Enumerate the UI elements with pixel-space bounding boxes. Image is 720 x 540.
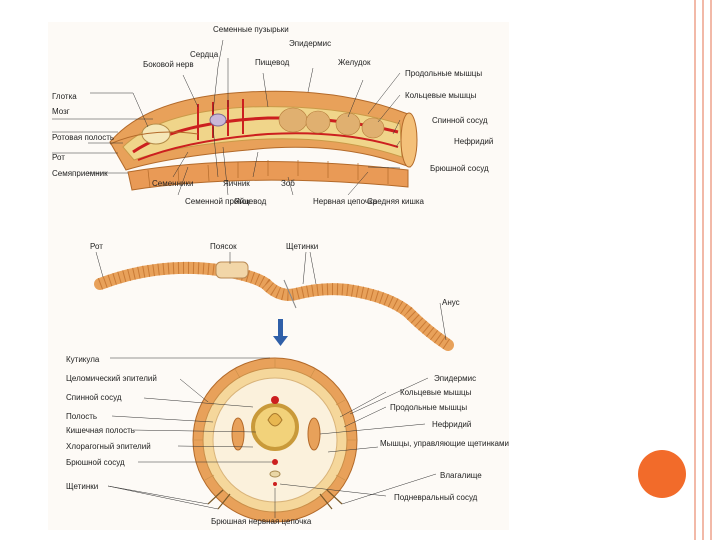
down-arrow-icon: [273, 319, 288, 346]
label-mouth: Рот: [52, 153, 65, 162]
label-oviduct: Яйцевод: [234, 197, 267, 206]
label-coelom: Полость: [66, 412, 97, 421]
label-setae-cs: Щетинки: [66, 482, 98, 491]
middle-leader-lines: [95, 251, 447, 341]
label-cuticle: Кутикула: [66, 355, 100, 364]
label-coelomic-epithelium: Целомический эпителий: [66, 374, 157, 383]
label-anus: Анус: [442, 298, 460, 307]
whole-worm: [94, 261, 454, 351]
label-brain: Мозг: [52, 107, 70, 116]
label-intestinal-cavity: Кишечная полость: [66, 426, 135, 435]
label-ventral-vessel: Брюшной сосуд: [430, 164, 489, 173]
accent-dot: [638, 450, 686, 498]
earthworm-anatomy-figure: Семенные пузырьки Сердца Боковой нерв Пи…: [48, 22, 509, 530]
label-setae: Щетинки: [286, 242, 318, 251]
label-pharynx: Глотка: [52, 92, 77, 101]
label-nerve-chain: Нервная цепочка: [313, 197, 378, 206]
label-clitellum: Поясок: [210, 242, 237, 251]
label-circular-muscles-cs: Кольцевые мышцы: [400, 388, 472, 397]
bottom-leader-lines: [107, 357, 437, 518]
label-dorsal-vessel: Спинной сосуд: [432, 116, 488, 125]
label-stomach: Желудок: [338, 58, 371, 67]
bottom-labels: Кутикула Целомический эпителий Спинной с…: [66, 355, 509, 526]
label-mouth-cavity: Ротовая полость: [52, 133, 114, 142]
label-crop: Зоб: [281, 179, 295, 188]
cross-section: [192, 357, 358, 523]
label-longitudinal-muscles-cs: Продольные мышцы: [390, 403, 467, 412]
top-labels: Семенные пузырьки Сердца Боковой нерв Пи…: [52, 25, 493, 206]
label-nephridium: Нефридий: [454, 137, 493, 146]
label-ventral-nerve-cord: Брюшная нервная цепочка: [211, 517, 312, 526]
label-circular-muscles: Кольцевые мышцы: [405, 91, 477, 100]
label-sperm-duct: Семенной проток: [185, 197, 250, 206]
label-epidermis: Эпидермис: [289, 39, 331, 48]
label-ovary: Яичник: [223, 179, 250, 188]
label-longitudinal-muscles: Продольные мышцы: [405, 69, 482, 78]
label-ventral-vessel-cs: Брюшной сосуд: [66, 458, 125, 467]
label-brain-nerve: Боковой нерв: [143, 60, 194, 69]
label-nephridium-cs: Нефридий: [432, 420, 471, 429]
label-setae-muscles: Мышцы, управляющие щетинками: [380, 439, 509, 448]
label-dorsal-vessel-cs: Спинной сосуд: [66, 393, 122, 402]
label-seminal-vesicles: Семенные пузырьки: [213, 25, 289, 34]
longitudinal-section: [109, 90, 418, 191]
border-line: [702, 0, 704, 540]
label-sheath: Влагалище: [440, 471, 482, 480]
label-epidermis-cs: Эпидермис: [434, 374, 476, 383]
label-chloragogen: Хлорагогный эпителий: [66, 442, 151, 451]
label-worm-mouth: Рот: [90, 242, 103, 251]
label-esophagus: Пищевод: [255, 58, 290, 67]
anatomy-svg: Семенные пузырьки Сердца Боковой нерв Пи…: [52, 25, 509, 526]
border-line: [710, 0, 712, 540]
label-hearts: Сердца: [190, 50, 219, 59]
middle-labels: Рот Поясок Щетинки Анус: [90, 242, 460, 307]
label-testes: Семенники: [152, 179, 193, 188]
slide-border: [690, 0, 720, 540]
label-midgut: Средняя кишка: [367, 197, 425, 206]
label-seminal-receptacle: Семяприемник: [52, 169, 108, 178]
border-line: [694, 0, 696, 540]
label-subneural-vessel: Подневральный сосуд: [394, 493, 478, 502]
top-leader-lines: [52, 39, 401, 196]
